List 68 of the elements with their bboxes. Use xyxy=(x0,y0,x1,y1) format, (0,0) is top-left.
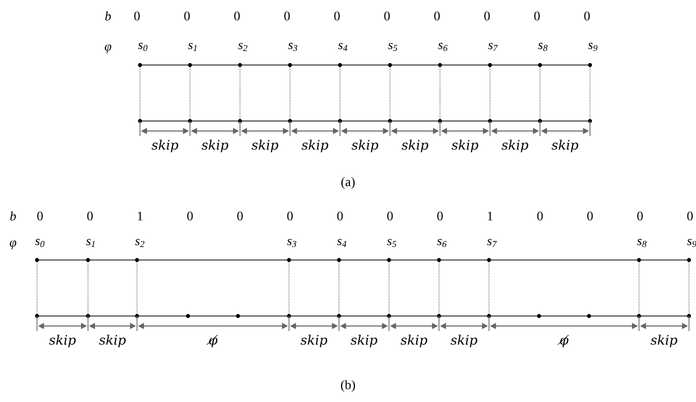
interval-label: skip xyxy=(502,140,528,152)
bit-value: 0 xyxy=(287,212,293,220)
row-label: b xyxy=(10,211,16,221)
bit-value: 0 xyxy=(637,212,643,220)
state-label: s$_{9}$ xyxy=(588,42,598,52)
interval-label: skip xyxy=(99,334,126,348)
bit-value: 1 xyxy=(488,212,492,220)
bit-value: 0 xyxy=(434,12,440,20)
interval-label: φ̸ xyxy=(558,334,569,348)
subfigure-caption: (a) xyxy=(341,177,355,189)
bit-value: 0 xyxy=(587,212,593,220)
state-label: s$_{5}$ xyxy=(388,42,398,52)
interval-label: skip xyxy=(402,140,428,152)
state-label: s$_{1}$ xyxy=(188,43,197,51)
bit-value: 0 xyxy=(237,212,243,220)
interval-label: skip xyxy=(350,334,378,348)
interval-label: skip xyxy=(450,334,478,348)
row-label: φ xyxy=(104,44,112,54)
row-label: b xyxy=(105,11,111,21)
state-label: s$_{2}$ xyxy=(238,42,248,51)
bit-value: 0 xyxy=(134,12,140,20)
state-label: s$_{0}$ xyxy=(35,238,44,248)
state-label: s$_{6}$ xyxy=(437,238,446,248)
interval-label: skip xyxy=(300,334,328,348)
interval-label: skip xyxy=(49,334,76,348)
state-label: s$_{8}$ xyxy=(538,42,548,52)
state-label: s$_{4}$ xyxy=(337,239,346,247)
state-label: s$_{7}$ xyxy=(488,43,498,51)
interval-label: skip xyxy=(452,140,478,152)
state-label: s$_{0}$ xyxy=(138,42,148,52)
bit-value: 1 xyxy=(138,212,142,220)
bit-value: 0 xyxy=(387,212,393,220)
interval-label: skip xyxy=(352,140,378,152)
state-label: s$_{6}$ xyxy=(438,42,448,52)
row-label: φ xyxy=(10,240,16,250)
state-label: s$_{9}$ xyxy=(687,238,696,248)
state-label: s$_{4}$ xyxy=(338,43,348,51)
state-label: s$_{7}$ xyxy=(487,239,497,247)
interval-label: skip xyxy=(152,140,178,152)
interval-label: skip xyxy=(650,334,678,348)
bit-value: 0 xyxy=(87,212,93,220)
state-label: s$_{3}$ xyxy=(288,42,298,52)
bit-value: 0 xyxy=(337,212,343,220)
bit-value: 0 xyxy=(184,12,190,20)
interval-label: skip xyxy=(302,140,328,152)
interval-label: skip xyxy=(252,140,278,152)
bit-value: 0 xyxy=(484,12,490,20)
bit-value: 0 xyxy=(284,12,290,20)
state-label: s$_{8}$ xyxy=(637,238,646,248)
interval-label: φ̸ xyxy=(206,334,218,348)
bit-value: 0 xyxy=(187,212,193,220)
interval-label: skip xyxy=(202,140,228,152)
bit-value: 0 xyxy=(584,12,590,20)
bit-value: 0 xyxy=(334,12,340,20)
state-label: s$_{1}$ xyxy=(86,239,95,247)
bit-value: 0 xyxy=(537,212,543,220)
state-label: s$_{3}$ xyxy=(287,238,296,248)
bit-value: 0 xyxy=(234,12,240,20)
state-label: s$_{2}$ xyxy=(135,238,144,247)
bit-value: 0 xyxy=(437,212,443,220)
bit-value: 0 xyxy=(687,212,693,220)
state-label: s$_{5}$ xyxy=(387,238,396,248)
bit-value: 0 xyxy=(384,12,390,20)
interval-label: skip xyxy=(552,140,578,152)
subfigure-caption: (b) xyxy=(341,380,356,392)
bit-value: 0 xyxy=(37,212,43,220)
interval-label: skip xyxy=(400,334,428,348)
bit-value: 0 xyxy=(534,12,540,20)
